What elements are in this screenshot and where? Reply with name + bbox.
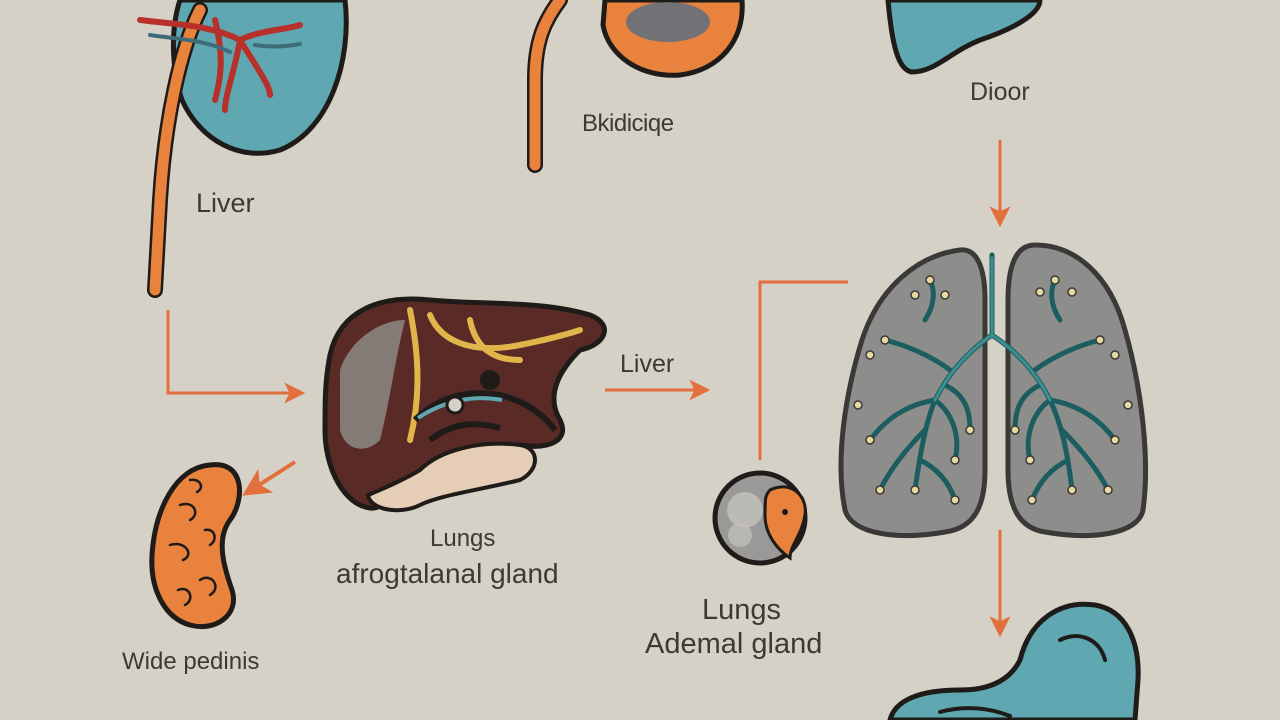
stomach-icon [527,0,745,173]
label-top-right: Dioor [970,78,1030,106]
label-lungs-line1: Lungs [702,594,782,626]
label-top-center: Bkidiciqe [582,110,674,137]
arrows [166,140,1011,638]
label-center-line1: Lungs [430,525,496,552]
liver-icon [322,296,607,513]
arrow-pancreas [242,460,297,496]
label-center-line2: afrogtalanal gland [336,558,559,589]
lungs-icon [838,242,1148,539]
label-liver-top-left: Liver [196,188,255,218]
kidney-icon [137,0,349,298]
bottom-organ-icon [887,601,1141,720]
small-gland-icon [712,470,808,566]
label-liver-arrow: Liver [620,350,675,378]
label-lungs-line2: Ademal gland [645,628,823,660]
arrow-to-liver [166,310,306,404]
gland-icon [885,0,1043,75]
pancreas-icon [149,462,242,629]
label-bottom-left: Wide pedinis [122,648,260,675]
connector-gland-up [758,280,848,460]
